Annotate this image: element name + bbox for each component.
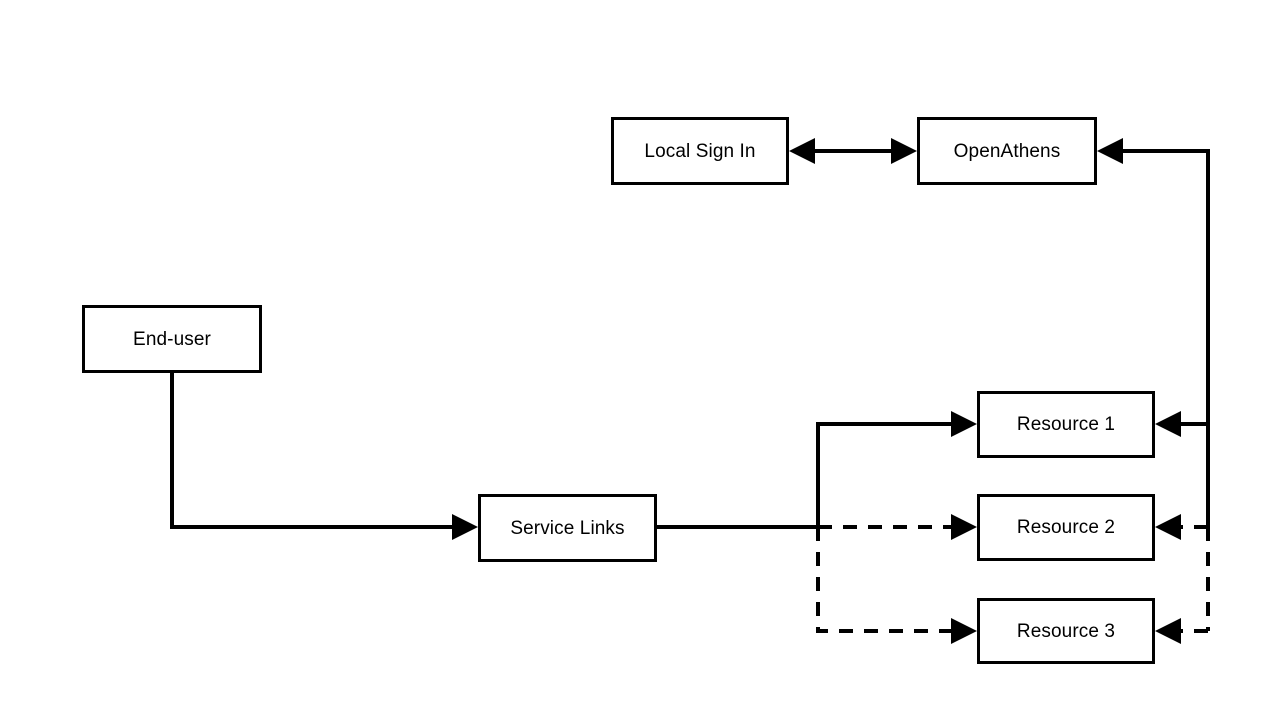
edge-junction-resource-3 [816, 527, 977, 644]
edge-return-bus-solid [1097, 138, 1210, 529]
arrow-head-resource-1-left [951, 411, 977, 437]
arrow-head-resource-2-left [951, 514, 977, 540]
arrow-head-left [789, 138, 815, 164]
arrow-head-service-links [452, 514, 478, 540]
arrow-head-resource-1-right [1155, 411, 1181, 437]
arrow-head-resource-3-right [1155, 618, 1181, 644]
edge-return-bus-dashed [1155, 514, 1210, 644]
edge-end-user-service-links [170, 373, 478, 540]
node-service-links[interactable]: Service Links [478, 494, 657, 562]
node-label-local-sign-in: Local Sign In [644, 140, 756, 162]
node-resource-2[interactable]: Resource 2 [977, 494, 1155, 561]
node-resource-1[interactable]: Resource 1 [977, 391, 1155, 458]
edge-junction-resource-2 [818, 514, 977, 540]
node-end-user[interactable]: End-user [82, 305, 262, 373]
node-label-service-links: Service Links [510, 517, 625, 539]
node-label-resource-3: Resource 3 [1016, 620, 1116, 642]
arrow-head-openathens-right [1097, 138, 1123, 164]
edge-local-sign-in-openathens [789, 138, 917, 164]
node-openathens[interactable]: OpenAthens [917, 117, 1097, 185]
node-label-resource-1: Resource 1 [1016, 414, 1116, 435]
edge-junction-resource-1 [816, 411, 977, 529]
arrow-head-resource-3-left [951, 618, 977, 644]
node-label-end-user: End-user [133, 328, 211, 350]
node-label-resource-2: Resource 2 [1016, 517, 1116, 538]
arrow-head-resource-2-right [1155, 514, 1181, 540]
node-label-openathens: OpenAthens [953, 140, 1061, 162]
arrow-head-right [891, 138, 917, 164]
node-local-sign-in[interactable]: Local Sign In [611, 117, 789, 185]
node-resource-3[interactable]: Resource 3 [977, 598, 1155, 664]
